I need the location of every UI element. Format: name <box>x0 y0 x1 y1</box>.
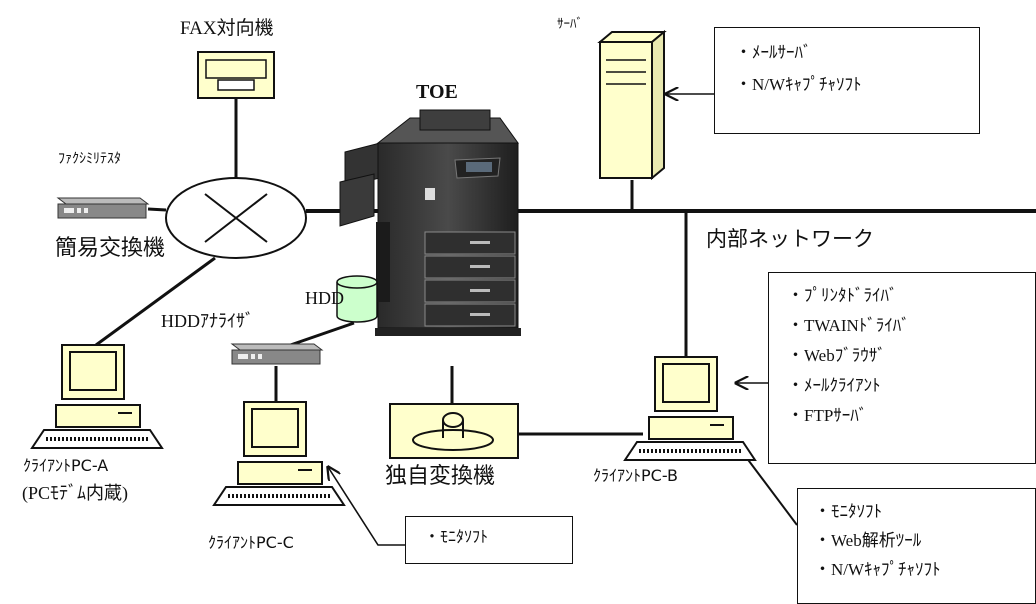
client-pc-c-label: ｸﾗｲｱﾝﾄPC-C <box>208 533 294 552</box>
link-fax-tester <box>147 207 167 212</box>
server-icon <box>597 29 667 181</box>
server-software-item: ﾒｰﾙｻｰﾊﾞ <box>735 44 979 61</box>
callout-pc-c <box>328 467 405 546</box>
hdd-analyzer-icon <box>230 343 324 365</box>
fax-peer-icon <box>197 51 275 99</box>
client-pc-b-software-box: ﾌﾟﾘﾝﾀﾄﾞﾗｲﾊﾞ TWAINﾄﾞﾗｲﾊﾞ Webﾌﾞﾗｳｻﾞ ﾒｰﾙｸﾗｲ… <box>768 272 1036 464</box>
server-software-item: N/Wｷｬﾌﾟﾁｬｿﾌﾄ <box>735 76 979 93</box>
analysis-software-item: N/Wｷｬﾌﾟﾁｬｿﾌﾄ <box>814 561 1035 578</box>
client-pc-a-icon <box>30 344 164 449</box>
client-pc-b-software-item: FTPｻｰﾊﾞ <box>787 407 1035 424</box>
client-pc-c-software-box: ﾓﾆﾀｿﾌﾄ <box>405 516 573 564</box>
server-software-box: ﾒｰﾙｻｰﾊﾞ N/Wｷｬﾌﾟﾁｬｿﾌﾄ <box>714 27 980 134</box>
hdd-icon <box>336 275 378 323</box>
client-pc-c-icon <box>212 401 346 506</box>
fax-tester-icon <box>56 197 150 219</box>
link-pc-a <box>95 256 216 347</box>
analysis-software-item: Web解析ﾂｰﾙ <box>814 532 1035 549</box>
fax-peer-label: FAX対向機 <box>180 18 274 39</box>
custom-converter-label: 独自変換機 <box>385 464 496 489</box>
client-pc-b-icon <box>623 356 757 461</box>
mfp-icon <box>339 109 521 336</box>
client-pc-a-label: ｸﾗｲｱﾝﾄPC-A <box>23 456 109 475</box>
client-pc-b-software-item: TWAINﾄﾞﾗｲﾊﾞ <box>787 317 1035 334</box>
client-pc-b-software-item: ﾌﾟﾘﾝﾀﾄﾞﾗｲﾊﾞ <box>787 287 1035 304</box>
toe-label: TOE <box>416 81 458 103</box>
client-pc-b-software-item: Webﾌﾞﾗｳｻﾞ <box>787 347 1035 364</box>
hdd-label: HDD <box>305 288 344 308</box>
simple-exchange-label: 簡易交換機 <box>55 236 166 261</box>
custom-converter-icon <box>389 403 519 459</box>
client-pc-c-software-item: ﾓﾆﾀｿﾌﾄ <box>424 530 572 546</box>
hdd-analyzer-label: HDDｱﾅﾗｲｻﾞ <box>161 311 254 331</box>
server-label: ｻｰﾊﾞ <box>557 17 583 32</box>
internal-network-label: 内部ネットワーク <box>706 227 874 251</box>
fax-tester-label: ﾌｧｸｼﾐﾘﾃｽﾀ <box>58 151 121 167</box>
client-pc-b-label: ｸﾗｲｱﾝﾄPC-B <box>593 466 679 485</box>
exchange-icon <box>165 177 307 259</box>
client-pc-a-modem-label: (PCﾓﾃﾞﾑ内蔵) <box>22 483 129 503</box>
analysis-software-box: ﾓﾆﾀｿﾌﾄ Web解析ﾂｰﾙ N/Wｷｬﾌﾟﾁｬｿﾌﾄ <box>797 488 1036 604</box>
client-pc-b-software-item: ﾒｰﾙｸﾗｲｱﾝﾄ <box>787 377 1035 394</box>
analysis-software-item: ﾓﾆﾀｿﾌﾄ <box>814 503 1035 520</box>
